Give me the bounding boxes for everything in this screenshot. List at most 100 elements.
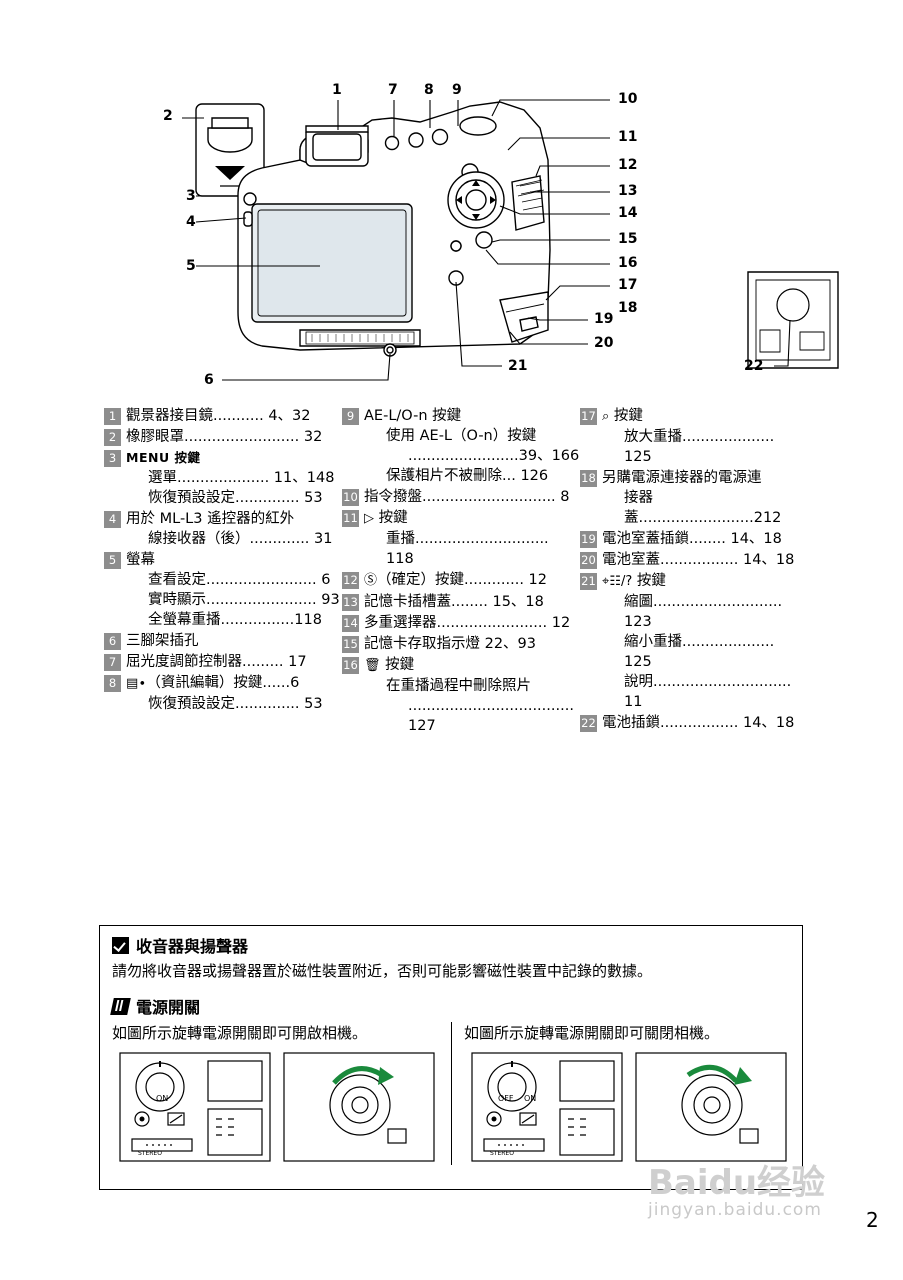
legend-text: 電池插鎖................. 14、18 <box>602 713 804 733</box>
legend-page: 39、166 <box>518 448 580 464</box>
dial-label-off: OFF <box>498 1094 514 1103</box>
legend-dots: .................... <box>682 634 775 650</box>
callout-1: 1 <box>332 82 342 98</box>
menu-button-label: MENU 按鍵 <box>126 450 201 465</box>
legend-dots: ........ <box>451 594 488 610</box>
legend-dots: .............. <box>235 490 300 506</box>
legend-text: ⌖☷/? 按鍵 縮圖............................ 1… <box>602 571 804 712</box>
legend-label: 觀景器接目鏡 <box>126 408 213 424</box>
legend-subline: 接器蓋.........................212 <box>602 488 804 528</box>
legend-sub-label: 實時顯示 <box>148 592 206 608</box>
legend-label: 多重選擇器 <box>364 615 437 631</box>
legend-entry-18: 18 另購電源連接器的電源連 接器蓋......................… <box>580 468 804 528</box>
legend-page: 53 <box>304 696 323 712</box>
legend-sub-label: 恢復預設設定 <box>148 490 235 506</box>
legend-badge: 16 <box>342 657 359 674</box>
legend-text: ▤∙（資訊編輯）按鍵......6 恢復預設設定.............. 5… <box>126 673 342 714</box>
callout-16: 16 <box>618 255 638 271</box>
legend-badge: 19 <box>580 531 597 548</box>
legend-subline: 全螢幕重播................118 <box>126 610 342 630</box>
delete-icon: 🗑 <box>364 658 381 673</box>
legend-text: 電池室蓋................. 14、18 <box>602 550 804 570</box>
legend-sub-label: 全螢幕重播 <box>148 612 221 628</box>
info-edit-icon: ▤∙ <box>126 676 147 691</box>
legend-page: 22、93 <box>484 636 537 652</box>
legend-text: 記憶卡存取指示燈 22、93 <box>364 634 580 654</box>
legend-sub-label: 接器蓋 <box>624 490 653 526</box>
legend-dots: .............. <box>235 696 300 712</box>
legend-sub-label: 說明 <box>624 674 653 690</box>
legend-sub-label: 查看設定 <box>148 572 206 588</box>
legend-dots: ... <box>502 468 516 484</box>
legend-dots: ...... <box>262 675 291 691</box>
legend-badge: 4 <box>104 511 121 528</box>
legend-badge: 17 <box>580 408 597 425</box>
power-off-illustration: OFF ON STEREO <box>471 1052 787 1162</box>
callout-3: 3 <box>186 188 196 204</box>
note-power-title: 電源開關 <box>136 998 201 1017</box>
legend-dots: .................... <box>177 470 270 486</box>
note-power-left: 如圖所示旋轉電源開關即可開啟相機。 <box>100 1022 451 1165</box>
legend-page: 123 <box>624 614 652 630</box>
legend-page: 32 <box>303 429 323 445</box>
legend-badge: 6 <box>104 633 121 650</box>
camera-diagram-svg <box>182 99 839 381</box>
legend-column-2: 9 AE-L/O-n 按鍵 使用 AE-L（O-n）按鍵 ...........… <box>342 406 580 737</box>
legend-entry-3: 3 MENU 按鍵 選單.................... 11、148 … <box>104 448 342 508</box>
legend-badge: 10 <box>342 489 359 506</box>
legend-text: 屈光度調節控制器......... 17 <box>126 652 342 672</box>
legend-page: 118 <box>294 612 322 628</box>
legend-entry-12: 12 Ⓢ（確定）按鍵............. 12 <box>342 570 580 591</box>
stereo-label: STEREO <box>138 1150 162 1157</box>
legend-label: 螢幕 <box>126 552 155 568</box>
legend-page: 14、18 <box>730 531 782 547</box>
callout-13: 13 <box>618 183 638 199</box>
legend-dots: ........................ <box>206 592 317 608</box>
legend-dots: ............................. <box>415 531 549 547</box>
callout-2: 2 <box>163 108 173 124</box>
legend-badge: 18 <box>580 470 597 487</box>
legend-page: 15、18 <box>492 594 544 610</box>
legend-text: 多重選擇器........................ 12 <box>364 613 580 633</box>
legend-subline: 使用 AE-L（O-n）按鍵 <box>364 426 580 446</box>
legend-dots: ......... <box>242 654 284 670</box>
legend-dots: .................... <box>682 429 775 445</box>
legend-subline: 選單.................... 11、148 <box>126 468 342 488</box>
legend-badge: 13 <box>342 594 359 611</box>
legend-page: 125 <box>624 449 652 465</box>
legend-entry-15: 15 記憶卡存取指示燈 22、93 <box>342 634 580 654</box>
legend-badge: 20 <box>580 552 597 569</box>
legend-entry-19: 19 電池室蓋插鎖........ 14、18 <box>580 529 804 549</box>
legend-label: 電池室蓋插鎖 <box>602 531 689 547</box>
legend-label: 按鍵 <box>636 573 666 589</box>
legend-entry-22: 22 電池插鎖................. 14、18 <box>580 713 804 733</box>
note-power-left-text: 如圖所示旋轉電源開關即可開啟相機。 <box>112 1024 368 1042</box>
legend-label: （資訊編輯）按鍵 <box>146 675 263 691</box>
legend-entry-4: 4 用於 ML-L3 遙控器的紅外 線接收器（後）............. 3… <box>104 509 342 549</box>
legend-label: （確定）按鍵 <box>377 572 465 588</box>
legend-label: 按鍵 <box>385 657 415 673</box>
legend-entry-2: 2 橡膠眼罩......................... 32 <box>104 427 342 447</box>
legend-page: 14、18 <box>742 715 795 731</box>
legend-subline: 縮圖............................ 123 <box>602 592 804 632</box>
callout-12: 12 <box>618 157 638 173</box>
legend-page: 12 <box>551 615 571 631</box>
legend-badge: 12 <box>342 572 359 589</box>
legend-text: AE-L/O-n 按鍵 使用 AE-L（O-n）按鍵 .............… <box>364 406 580 486</box>
dial-label-on: ON <box>524 1094 536 1103</box>
legend-subline: 說明.............................. 11 <box>602 672 804 712</box>
legend-dots: ................. <box>660 715 739 731</box>
legend-text: MENU 按鍵 選單.................... 11、148 恢復… <box>126 448 342 508</box>
legend-subline: 在重播過程中刪除照片 <box>364 676 580 696</box>
legend-subline: ........................39、166 <box>364 446 580 466</box>
legend-page: 14、18 <box>742 552 795 568</box>
callout-5: 5 <box>186 258 196 274</box>
legend-label: 橡膠眼罩 <box>126 429 184 445</box>
legend-label: 記憶卡插槽蓋 <box>364 594 451 610</box>
legend-page: 118 <box>386 551 414 567</box>
legend-subline: 線接收器（後）............. 31 <box>126 529 342 549</box>
callout-9: 9 <box>452 82 462 98</box>
camera-rear-diagram: 2 1 7 8 9 10 11 12 13 14 15 16 17 18 19 … <box>0 0 903 400</box>
callout-19: 19 <box>594 311 614 327</box>
legend-column-1: 1 觀景器接目鏡........... 4、32 2 橡膠眼罩.........… <box>104 406 342 737</box>
